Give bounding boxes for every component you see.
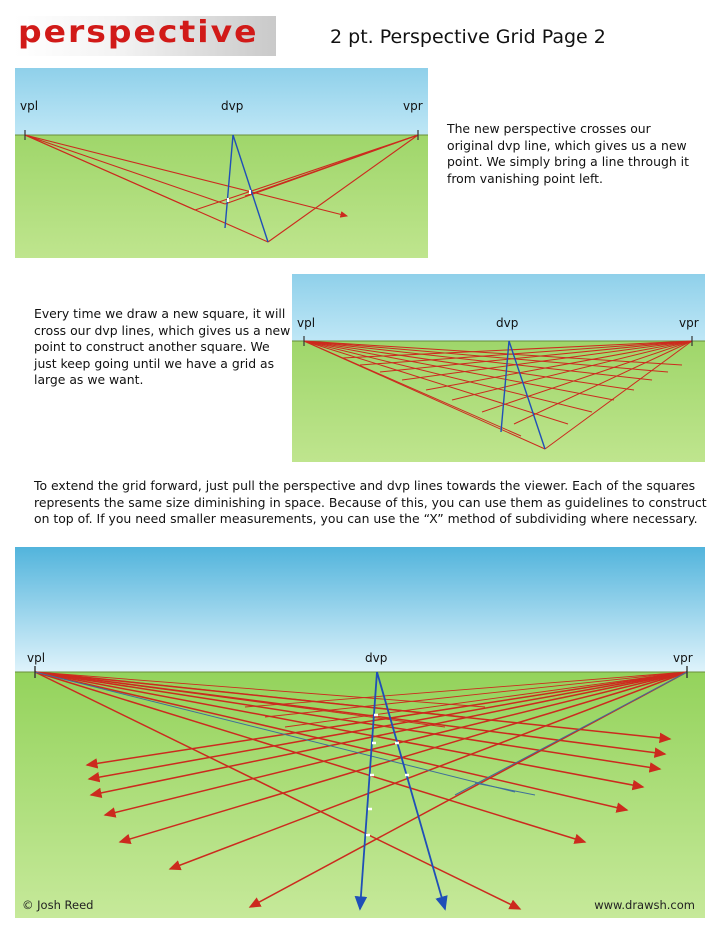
grid-lines [303, 340, 693, 450]
vpr-label: vpr [679, 316, 699, 330]
vpl-label: vpl [20, 99, 38, 113]
diagram-panel-1: vpl dvp vpr [15, 68, 428, 258]
ground [15, 672, 705, 918]
vpr-label: vpr [673, 651, 693, 665]
copyright-credit: © Josh Reed [22, 898, 94, 912]
panel-3-caption: To extend the grid forward, just pull th… [34, 478, 707, 526]
ground [292, 341, 705, 462]
dvp-label: dvp [365, 651, 387, 665]
perspective-logo: perspective [14, 13, 276, 56]
vpr-label: vpr [403, 99, 423, 113]
sky [15, 68, 428, 135]
website-link[interactable]: www.drawsh.com [594, 898, 695, 912]
intersection-marks [366, 713, 409, 837]
dvp-lines [354, 671, 448, 911]
diagram-1-svg: vpl dvp vpr [15, 68, 428, 258]
intersection-marks [227, 190, 251, 202]
dvp-lines [224, 134, 269, 243]
sky [292, 274, 705, 341]
diagram-panel-2: vpl dvp vpr [292, 274, 705, 462]
panel-2-caption: Every time we draw a new square, it will… [34, 306, 291, 387]
background-grid [34, 671, 688, 728]
vpl-label: vpl [297, 316, 315, 330]
dvp-lines [500, 340, 546, 450]
logo-text: perspective [18, 13, 259, 50]
diagram-2-svg: vpl dvp vpr [292, 274, 705, 462]
diagram-3-svg: vpl dvp vpr [15, 547, 705, 918]
perspective-lines [24, 134, 419, 243]
sky [15, 547, 705, 672]
blue-construction-lines [34, 671, 688, 796]
dvp-label: dvp [496, 316, 518, 330]
page-title: 2 pt. Perspective Grid Page 2 [330, 26, 606, 48]
vpl-label: vpl [27, 651, 45, 665]
diagram-panel-3: vpl dvp vpr [15, 547, 705, 918]
panel-1-caption: The new perspective crosses our original… [447, 121, 689, 186]
dvp-label: dvp [221, 99, 243, 113]
